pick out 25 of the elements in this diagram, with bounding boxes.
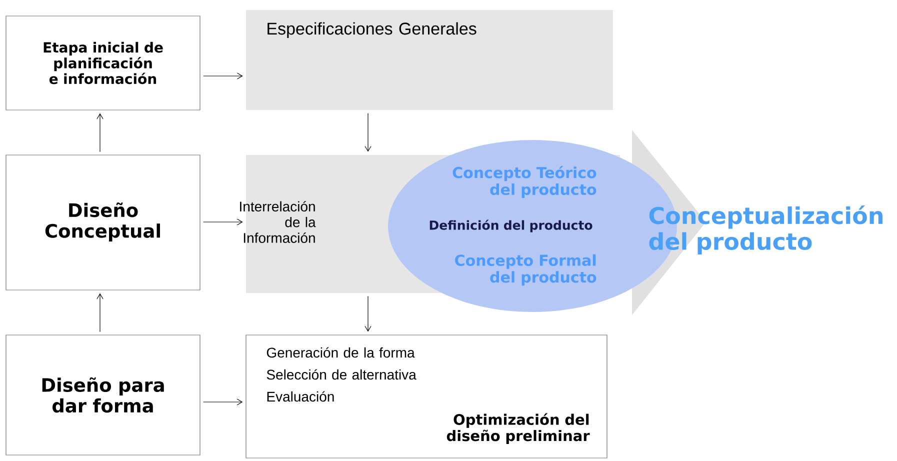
shaded-band	[246, 10, 613, 110]
label-text: Especificaciones Generales	[268, 22, 476, 38]
process-box	[6, 154, 200, 290]
label-text: Concepto Teórico del producto	[452, 166, 596, 198]
label-text: Evaluación	[267, 391, 334, 402]
arrow	[96, 113, 104, 152]
label-text: Interrelación de la Información	[240, 201, 316, 243]
label-text: Definición del producto	[430, 220, 592, 232]
label-text: Selección de alternativa	[266, 369, 416, 380]
arrow	[203, 398, 243, 406]
arrow	[364, 112, 372, 152]
arrow	[203, 218, 243, 226]
label-text: Diseño Conceptual	[45, 202, 160, 242]
process-box	[246, 334, 608, 458]
process-box	[6, 16, 200, 110]
heading-text: Conceptualización del producto	[649, 206, 882, 254]
label-text: Optimización del diseño preliminar	[446, 413, 590, 444]
label-text: Generación de la forma	[266, 347, 415, 358]
label-text: Etapa inicial de planificación e información	[44, 42, 163, 84]
arrow	[96, 293, 104, 332]
arrow	[203, 72, 243, 80]
label-text: Diseño para dar forma	[42, 377, 164, 413]
process-box	[6, 334, 200, 456]
label-text: Concepto Formal del producto	[455, 254, 596, 286]
arrow	[364, 296, 372, 332]
